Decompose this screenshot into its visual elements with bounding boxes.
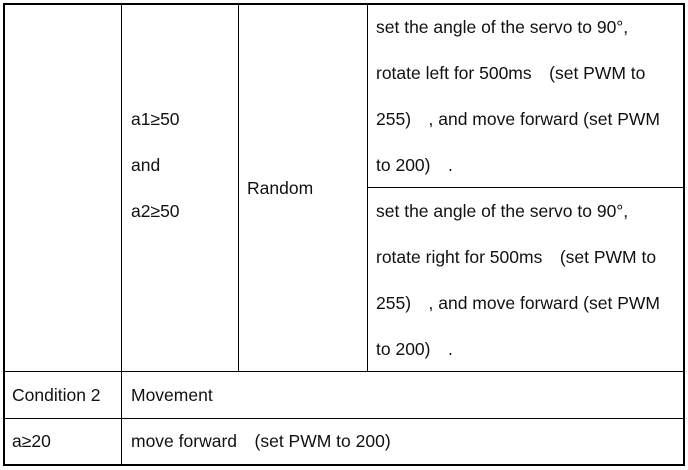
action-2-line-1: set the angle of the servo to 90°, xyxy=(376,201,629,221)
table-border-left xyxy=(3,3,5,466)
action-1-line-2: rotate left for 500ms (set PWM to xyxy=(376,63,646,83)
action-2-line-3: 255) , and move forward (set PWM xyxy=(376,293,660,313)
movement-header: Movement xyxy=(131,385,213,405)
condition-2-label: Condition 2 xyxy=(12,385,101,405)
condition-and: and xyxy=(131,155,161,175)
row-divider-condition-2 xyxy=(3,371,685,372)
condition-a1: a1≥50 xyxy=(131,109,180,129)
column-divider-2 xyxy=(238,3,239,372)
last-row-action: move forward (set PWM to 200) xyxy=(131,431,391,451)
action-1-line-4: to 200) . xyxy=(376,155,453,175)
action-2-line-2: rotate right for 500ms (set PWM to xyxy=(376,247,657,267)
action-divider xyxy=(367,187,684,188)
action-2-line-4: to 200) . xyxy=(376,339,453,359)
table-border-right xyxy=(683,3,685,466)
last-row-condition: a≥20 xyxy=(12,431,51,451)
condition-a2: a2≥50 xyxy=(131,201,180,221)
action-1-line-3: 255) , and move forward (set PWM xyxy=(376,109,660,129)
column-divider-1 xyxy=(121,3,122,466)
mode-random: Random xyxy=(247,178,314,198)
row-divider-last xyxy=(3,418,685,419)
action-1-line-1: set the angle of the servo to 90°, xyxy=(376,17,629,37)
table-border-top xyxy=(3,3,685,5)
table-border-bottom xyxy=(3,464,685,466)
